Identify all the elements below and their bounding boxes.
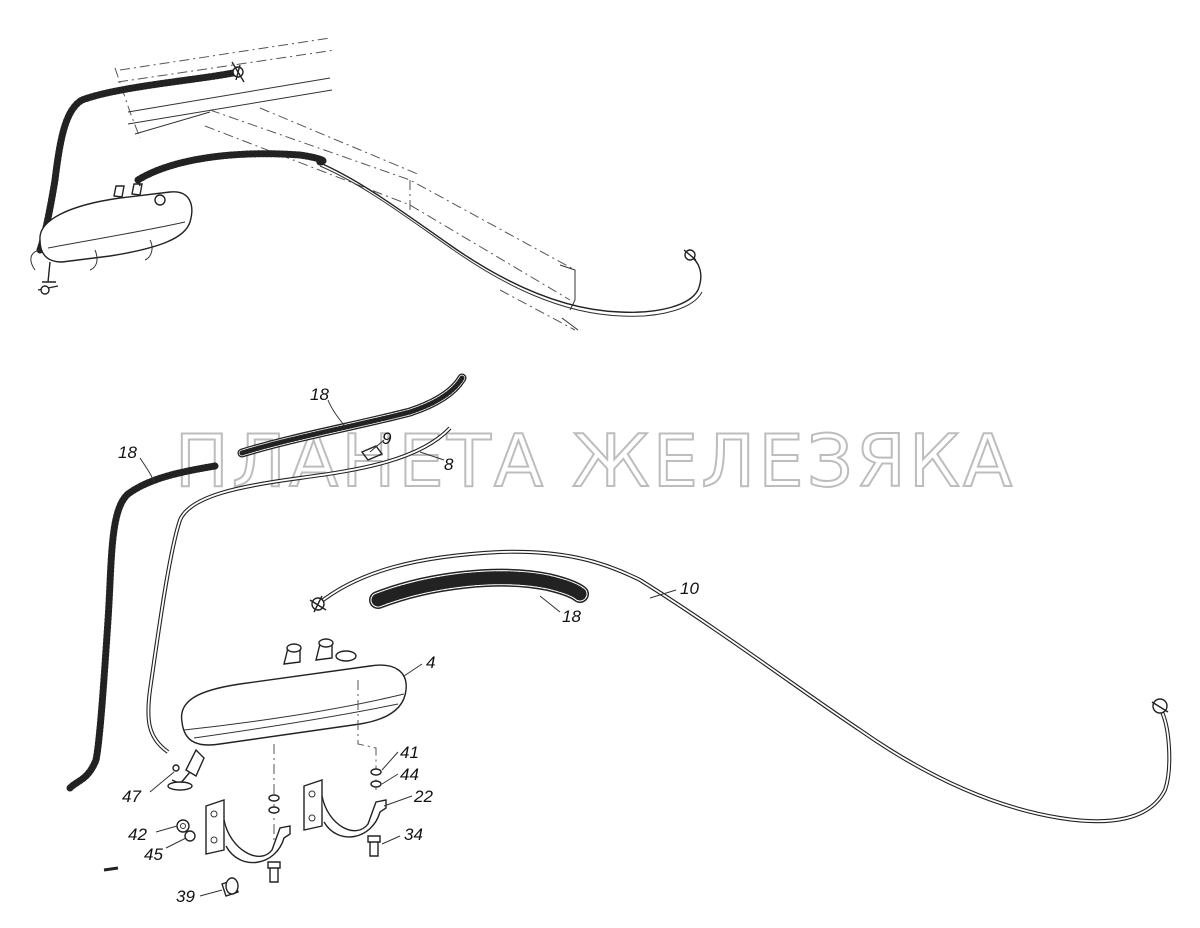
washer-45	[184, 830, 196, 842]
callout-44: 44	[400, 765, 419, 784]
callout-45: 45	[144, 845, 163, 864]
assembly-nozzle-end	[683, 249, 697, 261]
callout-18-short: 18	[562, 607, 581, 626]
stray-part-mark	[103, 866, 119, 872]
washer-44	[370, 780, 382, 788]
callout-10: 10	[680, 579, 699, 598]
assembly-hose-top	[134, 150, 327, 184]
assembly-view	[30, 37, 703, 331]
hose-18-vertical	[66, 462, 219, 792]
callout-8: 8	[444, 455, 454, 474]
tube-10-fitting-right	[1151, 698, 1169, 714]
tube-10	[309, 549, 1172, 824]
callout-18-left: 18	[118, 443, 137, 462]
watermark-text: ПЛАНЕТА ЖЕЛЕЗЯКА	[175, 419, 1016, 503]
callout-labels: 18 18 9 8 10 18 4 41 44 22 47 42 45 34 3…	[118, 385, 699, 906]
tube-8	[146, 426, 452, 754]
callout-41: 41	[400, 743, 419, 762]
bolt-39	[221, 877, 239, 897]
hose-18-short	[369, 568, 589, 609]
tube-10-fitting-left	[309, 595, 327, 613]
callout-leaders	[139, 399, 677, 897]
nut-set-center	[268, 794, 280, 814]
bracket-22-left	[205, 799, 291, 864]
callout-34: 34	[404, 825, 423, 844]
washer-41	[370, 768, 382, 776]
callout-39: 39	[176, 887, 195, 906]
bolt-34	[367, 835, 381, 857]
nut-42	[176, 819, 190, 833]
assembly-hose-left	[36, 68, 242, 254]
callout-4: 4	[426, 653, 435, 672]
callout-9: 9	[382, 429, 392, 448]
hose-18-upper	[237, 373, 467, 458]
reservoir-4	[167, 638, 407, 858]
clip-9	[360, 445, 384, 461]
frame-beams	[114, 37, 579, 331]
callout-47: 47	[122, 787, 141, 806]
callout-18-top: 18	[310, 385, 329, 404]
callout-22: 22	[413, 787, 433, 806]
assembly-reservoir	[30, 179, 193, 295]
bolt-center	[267, 861, 281, 883]
assembly-washer-tube	[317, 161, 702, 313]
bracket-22-right	[303, 779, 387, 838]
assembly-top-fitting	[231, 61, 245, 83]
callout-42: 42	[128, 825, 147, 844]
